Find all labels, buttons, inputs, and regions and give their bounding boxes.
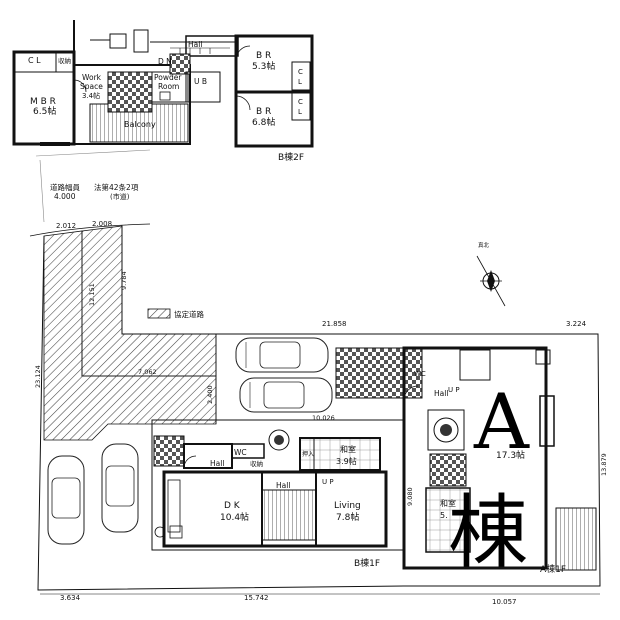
mbr-name: M B R xyxy=(30,97,56,107)
b1f-living-label: Living xyxy=(334,501,361,511)
dim-21858: 21.858 xyxy=(322,320,347,328)
work-space-label-1: Work xyxy=(82,73,102,82)
a-building-big-letter: A xyxy=(473,377,530,466)
mbr-size: 6.5帖 xyxy=(33,105,56,117)
ub-label: U B xyxy=(194,77,207,86)
road-width-value: 4.000 xyxy=(54,192,76,201)
powder-room-label-2: Room xyxy=(158,82,179,91)
dim-2012: 2.012 xyxy=(56,222,76,230)
dim-3224: 3.224 xyxy=(566,320,587,328)
br1-closet-c: C xyxy=(298,68,303,76)
br2-name: B R xyxy=(256,107,271,117)
dim-12151: 12.151 xyxy=(88,283,96,306)
road-note: 道路幅員 4.000 法第42条2項 (市道) 2.012 2.008 xyxy=(29,149,151,237)
b1f-storage-label: 収納 xyxy=(250,459,263,468)
dim-2008: 2.008 xyxy=(92,220,112,228)
b1f-dk-size: 10.4帖 xyxy=(220,511,249,523)
upper-cl-label: C L xyxy=(28,56,41,65)
a1f-washitsu-size: 5. xyxy=(440,511,448,520)
upper-floor-caption: B棟2F xyxy=(278,151,304,163)
legend-agreement-road: 協定道路 xyxy=(174,309,204,319)
site-plan: 協定道路 9.784 12.151 23.124 7.062 21.858 3.… xyxy=(34,225,608,606)
dn-label: D N xyxy=(158,57,172,66)
b1f-hall-label-1: Hall xyxy=(210,459,224,468)
b1f-living-size: 7.8帖 xyxy=(336,511,359,523)
upper-hall-label: Hall xyxy=(188,40,202,49)
powder-room-label-1: Powder xyxy=(154,73,182,82)
parking-cars xyxy=(47,337,333,545)
br1-closet-l: L xyxy=(298,78,302,86)
a-building-ground-floor: Hall U P WC 17.3帖 和室 5. A棟1F A 棟 xyxy=(335,346,597,579)
car-top-1 xyxy=(235,337,329,373)
a-building-big-kanji: 棟 xyxy=(448,486,528,579)
dim-15742: 15.742 xyxy=(244,594,269,602)
dim-9784: 9.784 xyxy=(120,271,128,290)
a1f-wc-label: WC xyxy=(414,370,426,378)
north-arrow: 真北 xyxy=(476,241,506,307)
agreement-road-area-2 xyxy=(81,225,217,377)
br1-name: B R xyxy=(256,51,271,61)
car-left-1 xyxy=(47,455,85,545)
road-width-label: 道路幅員 xyxy=(50,182,80,192)
b1f-wc-label: WC xyxy=(234,448,247,457)
work-space-size: 3.4帖 xyxy=(82,91,100,100)
b1f-dk-label: D K xyxy=(224,501,241,511)
br2-size: 6.8帖 xyxy=(252,116,275,128)
a1f-washitsu-label: 和室 xyxy=(440,498,456,508)
balcony-label: Balcony xyxy=(124,120,156,129)
a1f-caption: A棟1F xyxy=(540,563,566,575)
dim-13879: 13.879 xyxy=(600,453,608,476)
b1f-washitsu-label: 和室 xyxy=(340,444,356,454)
car-left-2 xyxy=(101,443,139,533)
car-top-2 xyxy=(239,377,333,413)
a1f-hall-label: Hall xyxy=(434,389,448,398)
b-building-ground-floor: WC 収納 押入 和室 3.9帖 Hall Hall U P D K 10.4帖… xyxy=(151,419,405,569)
br2-closet-c: C xyxy=(298,98,303,106)
b1f-washitsu-size: 3.9帖 xyxy=(336,456,357,466)
a1f-up-label: U P xyxy=(448,386,460,394)
br1-size: 5.3帖 xyxy=(252,60,275,72)
b1f-hall-label-2: Hall xyxy=(276,481,290,490)
dim-9080: 9.080 xyxy=(406,487,414,506)
road-law-sub: (市道) xyxy=(110,192,130,201)
br2-closet-l: L xyxy=(298,108,302,116)
dim-7062: 7.062 xyxy=(138,368,157,376)
upper-floor-plan: C L 収納 M B R 6.5帖 Work Space 3.4帖 Balcon… xyxy=(12,20,314,163)
dim-2400: 2.400 xyxy=(206,385,214,404)
upper-storage-label: 収納 xyxy=(58,56,71,65)
dim-10026: 10.026 xyxy=(312,414,335,422)
b1f-closet-label: 押入 xyxy=(302,450,314,458)
b1f-caption: B棟1F xyxy=(354,557,380,569)
dim-3634: 3.634 xyxy=(60,594,81,602)
a1f-ldk-size: 17.3帖 xyxy=(496,449,525,461)
b1f-up-label: U P xyxy=(322,478,334,486)
north-label: 真北 xyxy=(478,241,490,249)
dim-23124: 23.124 xyxy=(34,365,42,388)
road-law-label: 法第42条2項 xyxy=(94,182,139,192)
dim-10057: 10.057 xyxy=(492,598,517,606)
work-space-label-2: Space xyxy=(80,82,103,91)
